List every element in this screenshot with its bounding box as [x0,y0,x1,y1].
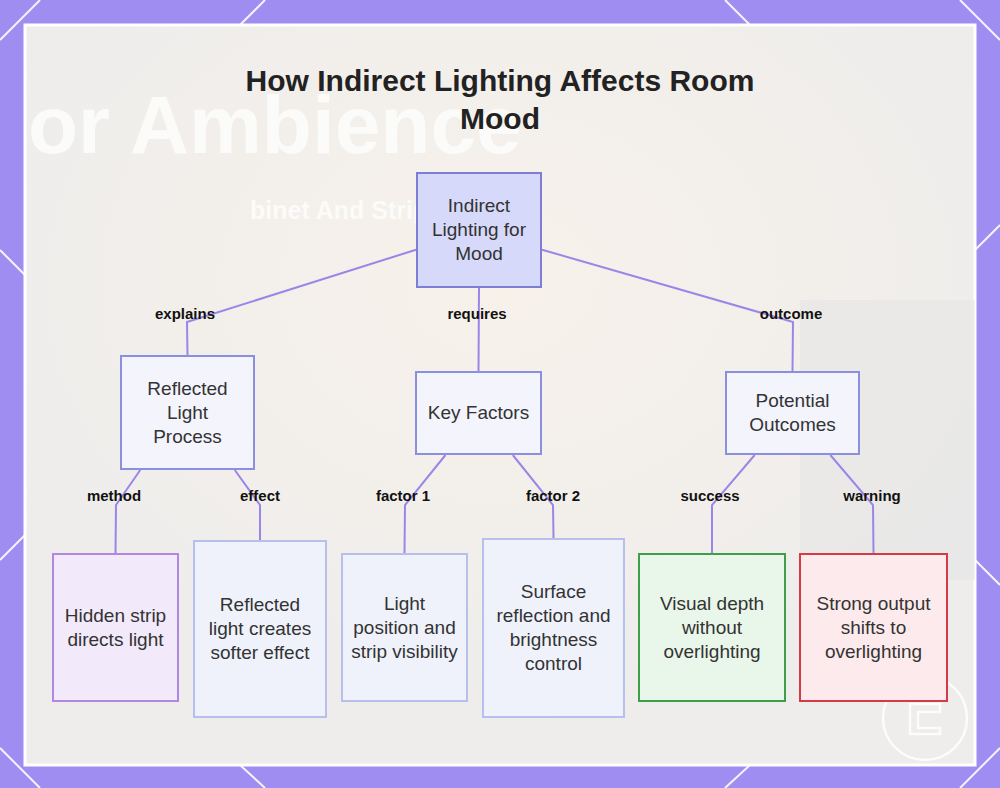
node-label: Visual depth without overlighting [648,592,776,664]
inner-panel [25,25,975,765]
node-label: Reflected Light Process [130,377,245,449]
detail-box: Light position and strip visibility [341,553,468,702]
category-box: Reflected Light Process [120,355,255,470]
detail-box: Hidden strip directs light [52,553,179,702]
node-label: Surface reflection and brightness contro… [492,580,615,676]
connector-line [712,455,755,553]
edge-label: method [87,487,141,504]
edge-label: outcome [760,305,823,322]
panel-border [25,25,975,765]
category-box: Potential Outcomes [725,371,860,455]
connector-line [235,470,260,540]
node-label: Hidden strip directs light [62,604,169,652]
node-label: Key Factors [428,401,529,425]
edge-label: factor 2 [526,487,580,504]
node-label: Reflected light creates softer effect [203,593,317,665]
node-label: Strong output shifts to overlighting [809,592,938,664]
detail-box: Surface reflection and brightness contro… [482,538,625,718]
edge-label: warning [843,487,901,504]
diagram-title: How Indirect Lighting Affects Room Mood [230,62,770,138]
edge-label: factor 1 [376,487,430,504]
root-box: Indirect Lighting for Mood [416,172,542,288]
connector-line [116,470,141,553]
connector-line [542,250,793,371]
edge-label: explains [155,305,215,322]
node-label: Light position and strip visibility [351,592,458,664]
connector-line [405,455,446,553]
category-box: Key Factors [415,371,542,455]
node-label: Potential Outcomes [735,389,850,437]
edge-label: requires [447,305,506,322]
connector-line [187,250,416,355]
success-box: Visual depth without overlighting [638,553,786,702]
edge-label: effect [240,487,280,504]
connector-line [830,455,873,553]
warning-box: Strong output shifts to overlighting [799,553,948,702]
edge-label: success [680,487,739,504]
connector-line [478,288,481,371]
node-label: Indirect Lighting for Mood [426,194,532,266]
detail-box: Reflected light creates softer effect [193,540,327,718]
